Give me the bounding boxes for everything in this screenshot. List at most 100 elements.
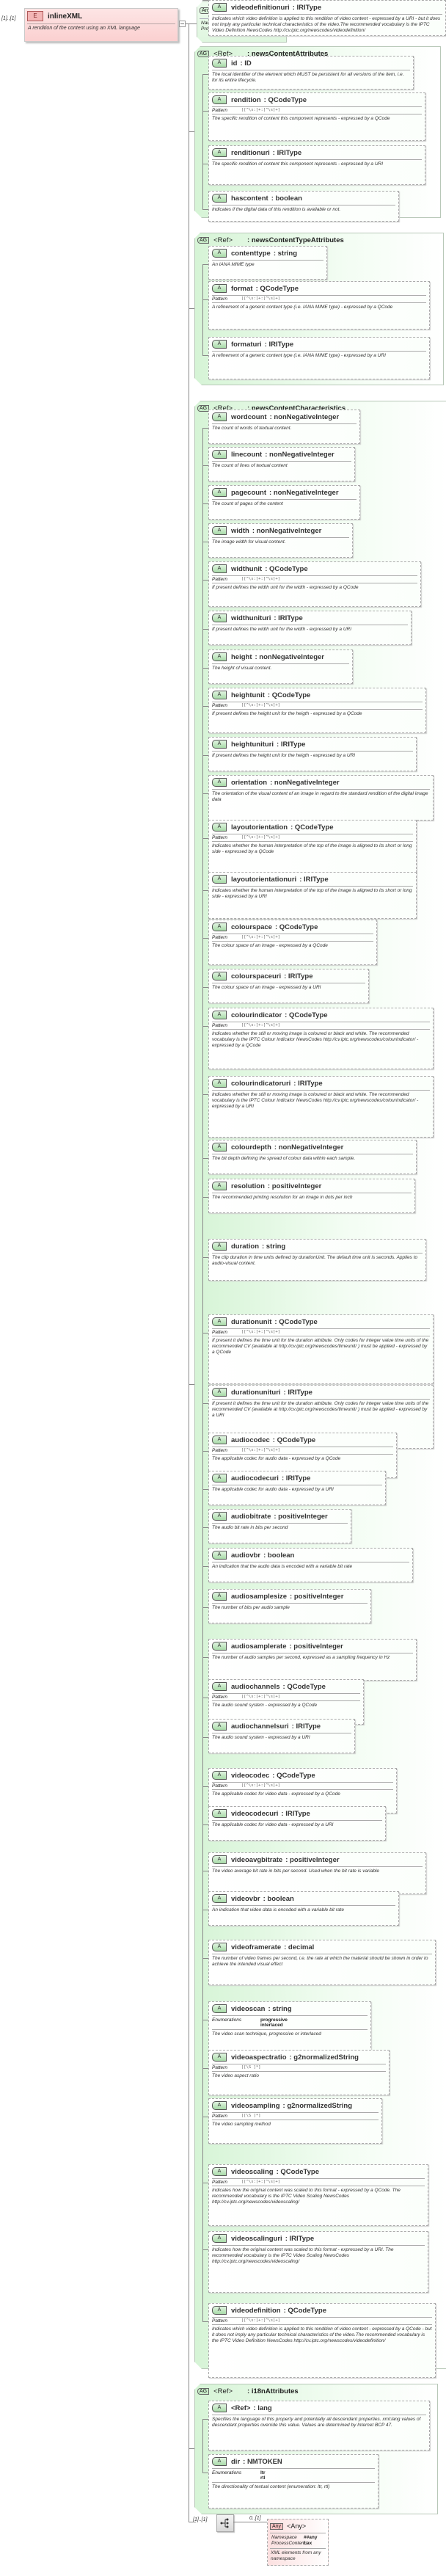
attribute-badge-icon: A (212, 412, 227, 421)
ref-label: <Ref> (213, 404, 233, 412)
connector (202, 755, 208, 756)
attribute-doc: An indication that the audio data is enc… (212, 1564, 353, 1569)
attribute-group-badge-icon: AG (197, 51, 209, 57)
collapse-toggle-icon[interactable] (179, 21, 186, 27)
attribute-name: colourindicator (231, 1011, 282, 1019)
attribute-badge-icon: A (212, 740, 227, 749)
pattern-value: [[^\s:]+:[^\s]+] (241, 577, 280, 581)
attribute-name: durationunituri (231, 1388, 281, 1397)
attribute-type: : IRIType (285, 2234, 315, 2243)
connector-vertical (202, 264, 203, 355)
attribute-name: audiobitrate (231, 1512, 271, 1521)
attribute-badge-icon: A (212, 526, 227, 535)
sequence-compositor-icon[interactable] (216, 2514, 234, 2532)
connector (202, 1607, 208, 1608)
pattern-label: Pattern (212, 2065, 227, 2070)
inlinexml-element[interactable]: E inlineXML A rendition of the content u… (24, 8, 178, 42)
attribute-type: : QCodeType (283, 2306, 326, 2315)
attribute-type: : nonNegativeInteger (265, 450, 334, 459)
attribute-type: : IRIType (272, 148, 302, 157)
attribute-name: widthunit (231, 564, 263, 573)
attribute-type: : boolean (271, 194, 302, 203)
attribute-group-name: : newsContentTypeAttributes (247, 236, 344, 244)
attribute-name: colourdepth (231, 1143, 271, 1151)
pattern-label: Pattern (212, 108, 227, 113)
attribute-type: : nonNegativeInteger (255, 652, 325, 661)
pattern-label: Pattern (212, 1023, 227, 1028)
connector (202, 668, 208, 669)
attribute-doc: The colour space of an image - expressed… (212, 943, 328, 948)
connector (202, 838, 208, 839)
attribute-badge-icon: A (212, 2234, 227, 2243)
attribute-name: videocodec (231, 1771, 270, 1780)
attribute-badge-icon: A (212, 1143, 227, 1151)
connector-vertical (202, 74, 203, 209)
connector (202, 503, 208, 504)
connector (202, 0, 208, 1)
attribute-type: : positiveInteger (285, 1855, 340, 1864)
any-element-box[interactable]: Any <Any> Namespace ##any ProcessContent… (267, 2519, 329, 2566)
attribute-doc: If present it defines the time unit for … (212, 1338, 429, 1355)
attribute-doc: The video aspect ratio (212, 2073, 259, 2078)
any-element-doc: XML elements from any namespace (271, 2550, 321, 2561)
attribute-doc: The count of pages of the content (212, 501, 283, 506)
enumerations-label: Enumerations (212, 2470, 242, 2475)
connector (202, 580, 208, 581)
ref-label: <Ref> (213, 236, 233, 244)
attribute-name: audiochannels (231, 1682, 280, 1691)
connector (202, 2321, 208, 2322)
attribute-name: heightunit (231, 691, 265, 699)
attribute-doc: Indicates whether the still or moving im… (212, 1031, 419, 1048)
attribute-badge-icon: A (212, 95, 227, 104)
